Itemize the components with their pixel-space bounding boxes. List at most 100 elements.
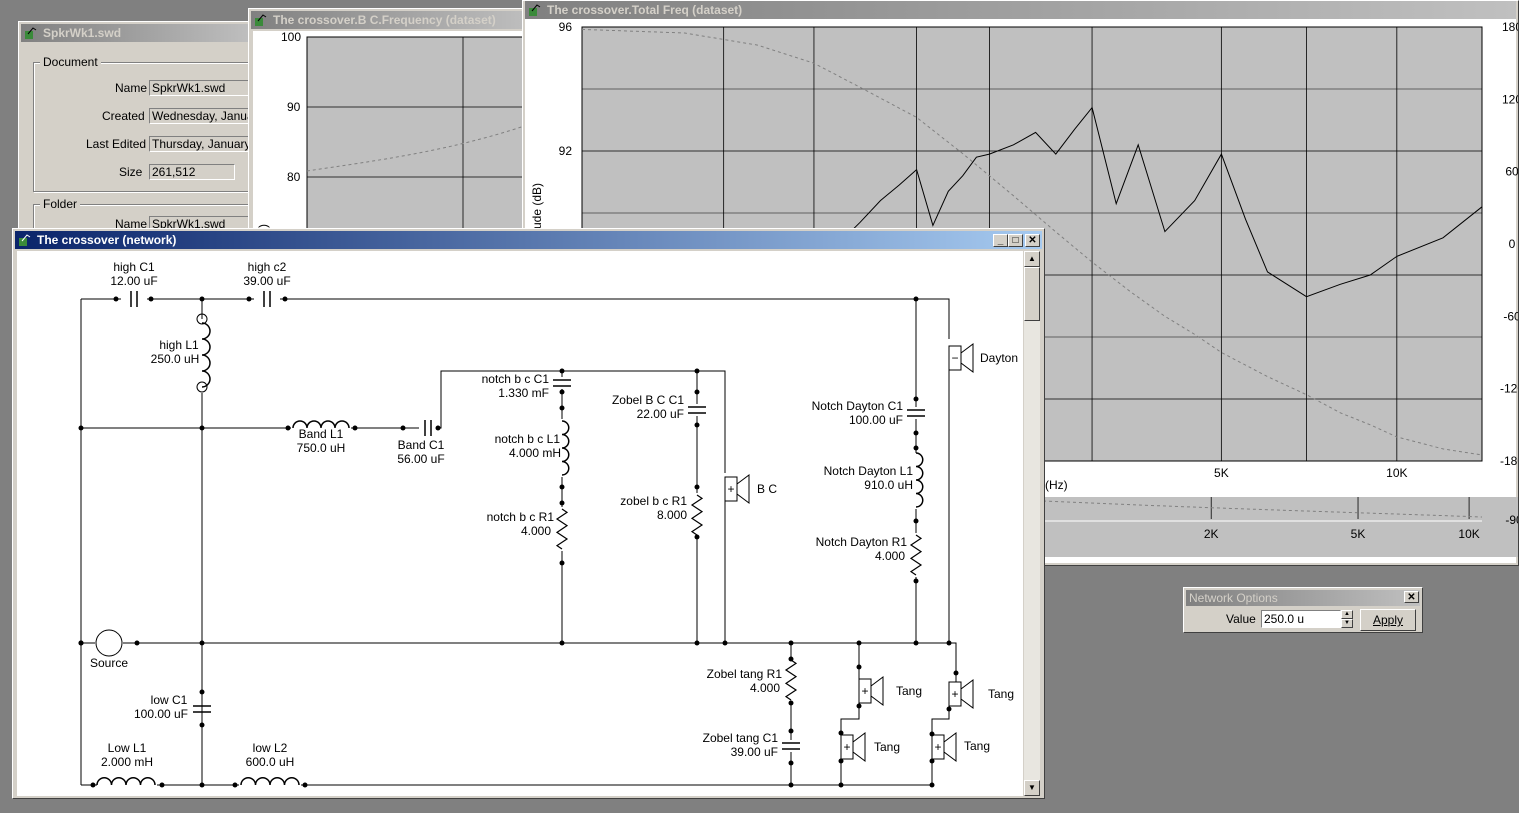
zt-r1-resistor (784, 659, 798, 701)
band-c1-capacitor (424, 420, 432, 436)
options-close-button[interactable]: ✕ (1404, 591, 1419, 603)
value-input[interactable]: 250.0 u (1261, 610, 1341, 628)
wire (840, 703, 860, 739)
apply-button[interactable]: Apply (1360, 609, 1416, 631)
node-dot (788, 656, 794, 662)
node-dot (788, 760, 794, 766)
svg-text:+: + (934, 740, 941, 754)
nd-c1-name: Notch Dayton C1 (812, 399, 904, 413)
node-dot (913, 396, 919, 402)
svg-text:+: + (727, 482, 734, 496)
node-dot (929, 758, 935, 764)
high-c2-name: high c2 (248, 260, 287, 274)
name-label: Name (115, 81, 148, 95)
bc-plot-area: 100 90 80 B) (253, 30, 548, 248)
maximize-button[interactable]: □ (1008, 234, 1023, 247)
high-l1-name: high L1 (159, 338, 199, 352)
node-dot (838, 758, 844, 764)
low-l2-inductor (240, 777, 300, 786)
bc-plot: 100 90 80 B) (256, 30, 548, 248)
notch-r1-value: 4.000 (521, 524, 551, 538)
total-freq-titlebar[interactable]: The crossover.Total Freq (dataset) (525, 1, 1516, 19)
node-dot (946, 640, 952, 646)
bc-frequency-titlebar[interactable]: The crossover.B C.Frequency (dataset) (251, 11, 535, 29)
bc-right-tick-label: -90 (1505, 513, 1518, 527)
close-button[interactable]: ✕ (1025, 234, 1040, 247)
bc-frequency-window[interactable]: The crossover.B C.Frequency (dataset) 10… (248, 8, 548, 248)
network-titlebar[interactable]: The crossover (network) _ □ ✕ (15, 231, 1042, 249)
high-l1-terminal (196, 313, 208, 325)
tang-3-name: Tang (988, 687, 1014, 701)
wire (437, 370, 726, 473)
y-right-tick-label: 0 (1509, 237, 1516, 251)
low-l1-inductor (96, 777, 156, 786)
network-title: The crossover (network) (37, 233, 177, 247)
app-icon (25, 27, 37, 39)
nd-l1-inductor (915, 452, 924, 508)
bc-frequency-title: The crossover.B C.Frequency (dataset) (273, 13, 496, 27)
high-l1-inductor (201, 322, 211, 388)
scroll-down-button[interactable]: ▼ (1024, 780, 1040, 796)
document-group-caption: Document (40, 55, 101, 69)
node-dot (694, 534, 700, 540)
x-tick-label: 5K (1214, 466, 1229, 480)
network-options-titlebar[interactable]: Network Options ✕ (1186, 590, 1420, 606)
wire (280, 298, 950, 339)
nd-r1-name: Notch Dayton R1 (816, 535, 908, 549)
scroll-up-button[interactable]: ▲ (1024, 251, 1040, 267)
bc-ytick-1: 90 (287, 100, 301, 114)
zobel-r1-resistor (690, 494, 704, 536)
svg-text:+: + (951, 687, 958, 701)
nd-r1-resistor (909, 534, 923, 576)
tang-speaker-2: + (840, 732, 866, 762)
node-dot (722, 640, 728, 646)
zobel-c1-name: Zobel B C C1 (612, 393, 684, 407)
band-c1-value: 56.00 uF (397, 452, 444, 466)
wire (931, 706, 950, 739)
zt-c1-value: 39.00 uF (731, 745, 778, 759)
notch-c1-value: 1.330 mF (498, 386, 549, 400)
source-name: Source (90, 656, 128, 670)
node-dot (694, 368, 700, 374)
y-axis-label: ude (dB) (530, 183, 544, 229)
node-dot (856, 664, 862, 670)
node-dot (113, 296, 119, 302)
band-l1-name: Band L1 (299, 427, 344, 441)
y-right-tick-label: 120 (1502, 92, 1518, 106)
tang-1-name: Tang (896, 684, 922, 698)
created-field[interactable]: Wednesday, January (149, 108, 259, 124)
vertical-scrollbar[interactable]: ▲ ▼ (1024, 251, 1040, 796)
nd-c1-value: 100.00 uF (849, 413, 903, 427)
zt-c1-capacitor (782, 742, 800, 750)
node-dot (856, 703, 862, 709)
nd-l1-value: 910.0 uH (864, 478, 913, 492)
zt-r1-name: Zobel tang R1 (707, 667, 783, 681)
size-label: Size (119, 165, 143, 179)
value-spin-down[interactable]: ▼ (1341, 619, 1353, 628)
size-field[interactable]: 261,512 (149, 164, 235, 180)
document-window-titlebar[interactable]: SpkrWk1.swd (21, 24, 255, 42)
document-window-title: SpkrWk1.swd (43, 26, 122, 40)
name-field[interactable]: SpkrWk1.swd (149, 80, 259, 96)
tang-2-name: Tang (874, 740, 900, 754)
node-dot (694, 484, 700, 490)
network-options-dialog[interactable]: Network Options ✕ Value 250.0 u ▲ ▼ Appl… (1183, 587, 1423, 633)
nd-r1-value: 4.000 (875, 549, 905, 563)
bc-x-tick-label: 5K (1351, 527, 1366, 541)
value-spin-up[interactable]: ▲ (1341, 610, 1353, 619)
band-l1-value: 750.0 uH (297, 441, 346, 455)
document-window[interactable]: SpkrWk1.swd Document Name SpkrWk1.swd Cr… (18, 21, 275, 266)
scroll-thumb[interactable] (1024, 267, 1040, 321)
node-dot (302, 782, 308, 788)
high-c2-value: 39.00 uF (243, 274, 290, 288)
tang-speaker-3: + (948, 679, 974, 709)
last-edited-field[interactable]: Thursday, January 0! (149, 136, 259, 152)
node-dot (559, 368, 565, 374)
node-dot (946, 706, 952, 712)
y-left-tick-label: 96 (559, 20, 573, 34)
series-1-line (581, 28, 1483, 456)
minimize-button[interactable]: _ (993, 234, 1008, 247)
low-l2-name: low L2 (253, 741, 288, 755)
